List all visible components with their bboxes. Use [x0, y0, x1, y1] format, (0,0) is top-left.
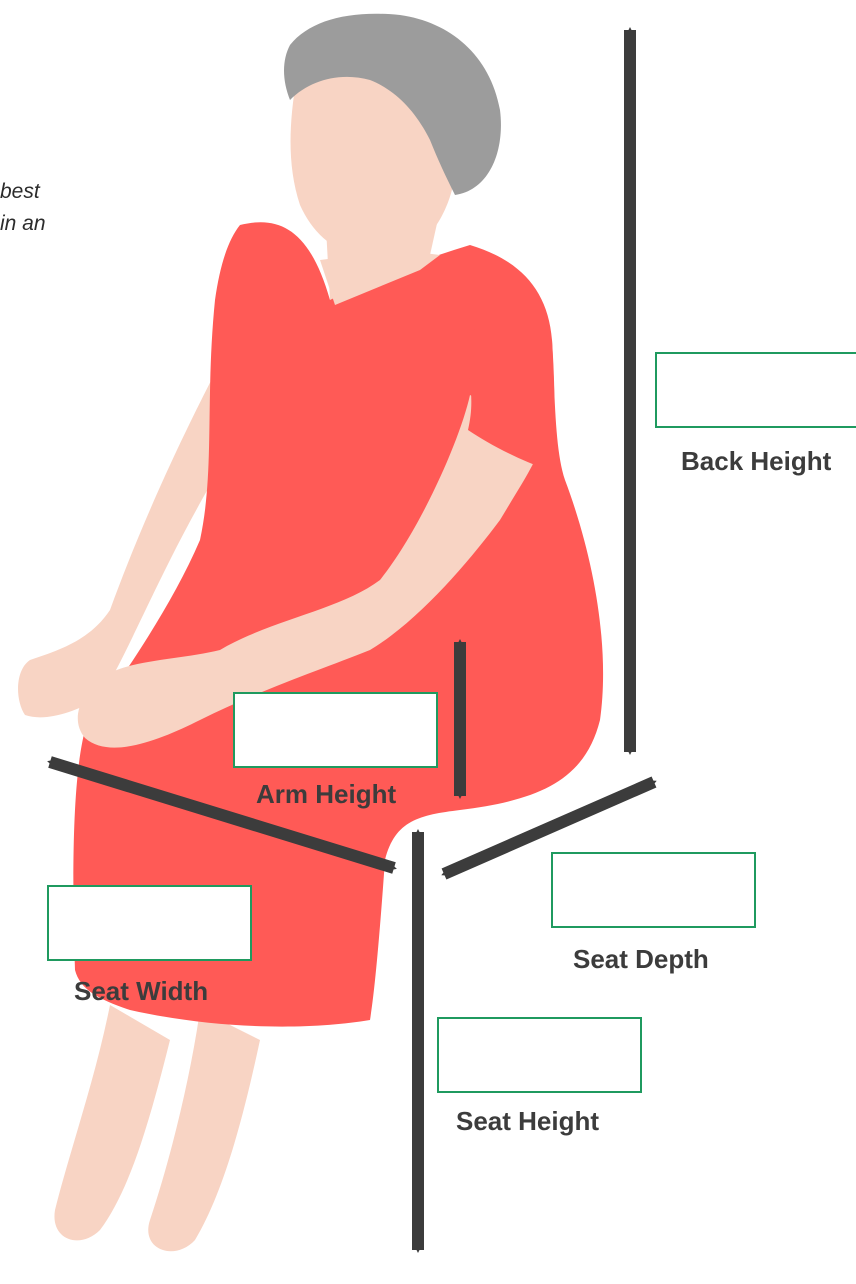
- seat-width-input[interactable]: [47, 885, 252, 961]
- legs: [54, 1005, 260, 1251]
- back-height-label: Back Height: [681, 446, 831, 477]
- back-height-input[interactable]: [655, 352, 856, 428]
- arm-height-input[interactable]: [233, 692, 438, 768]
- seat-depth-input[interactable]: [551, 852, 756, 928]
- seat-width-label: Seat Width: [74, 976, 208, 1007]
- seat-height-input[interactable]: [437, 1017, 642, 1093]
- arm-height-label: Arm Height: [256, 779, 396, 810]
- seat-depth-label: Seat Depth: [573, 944, 709, 975]
- seat-height-label: Seat Height: [456, 1106, 599, 1137]
